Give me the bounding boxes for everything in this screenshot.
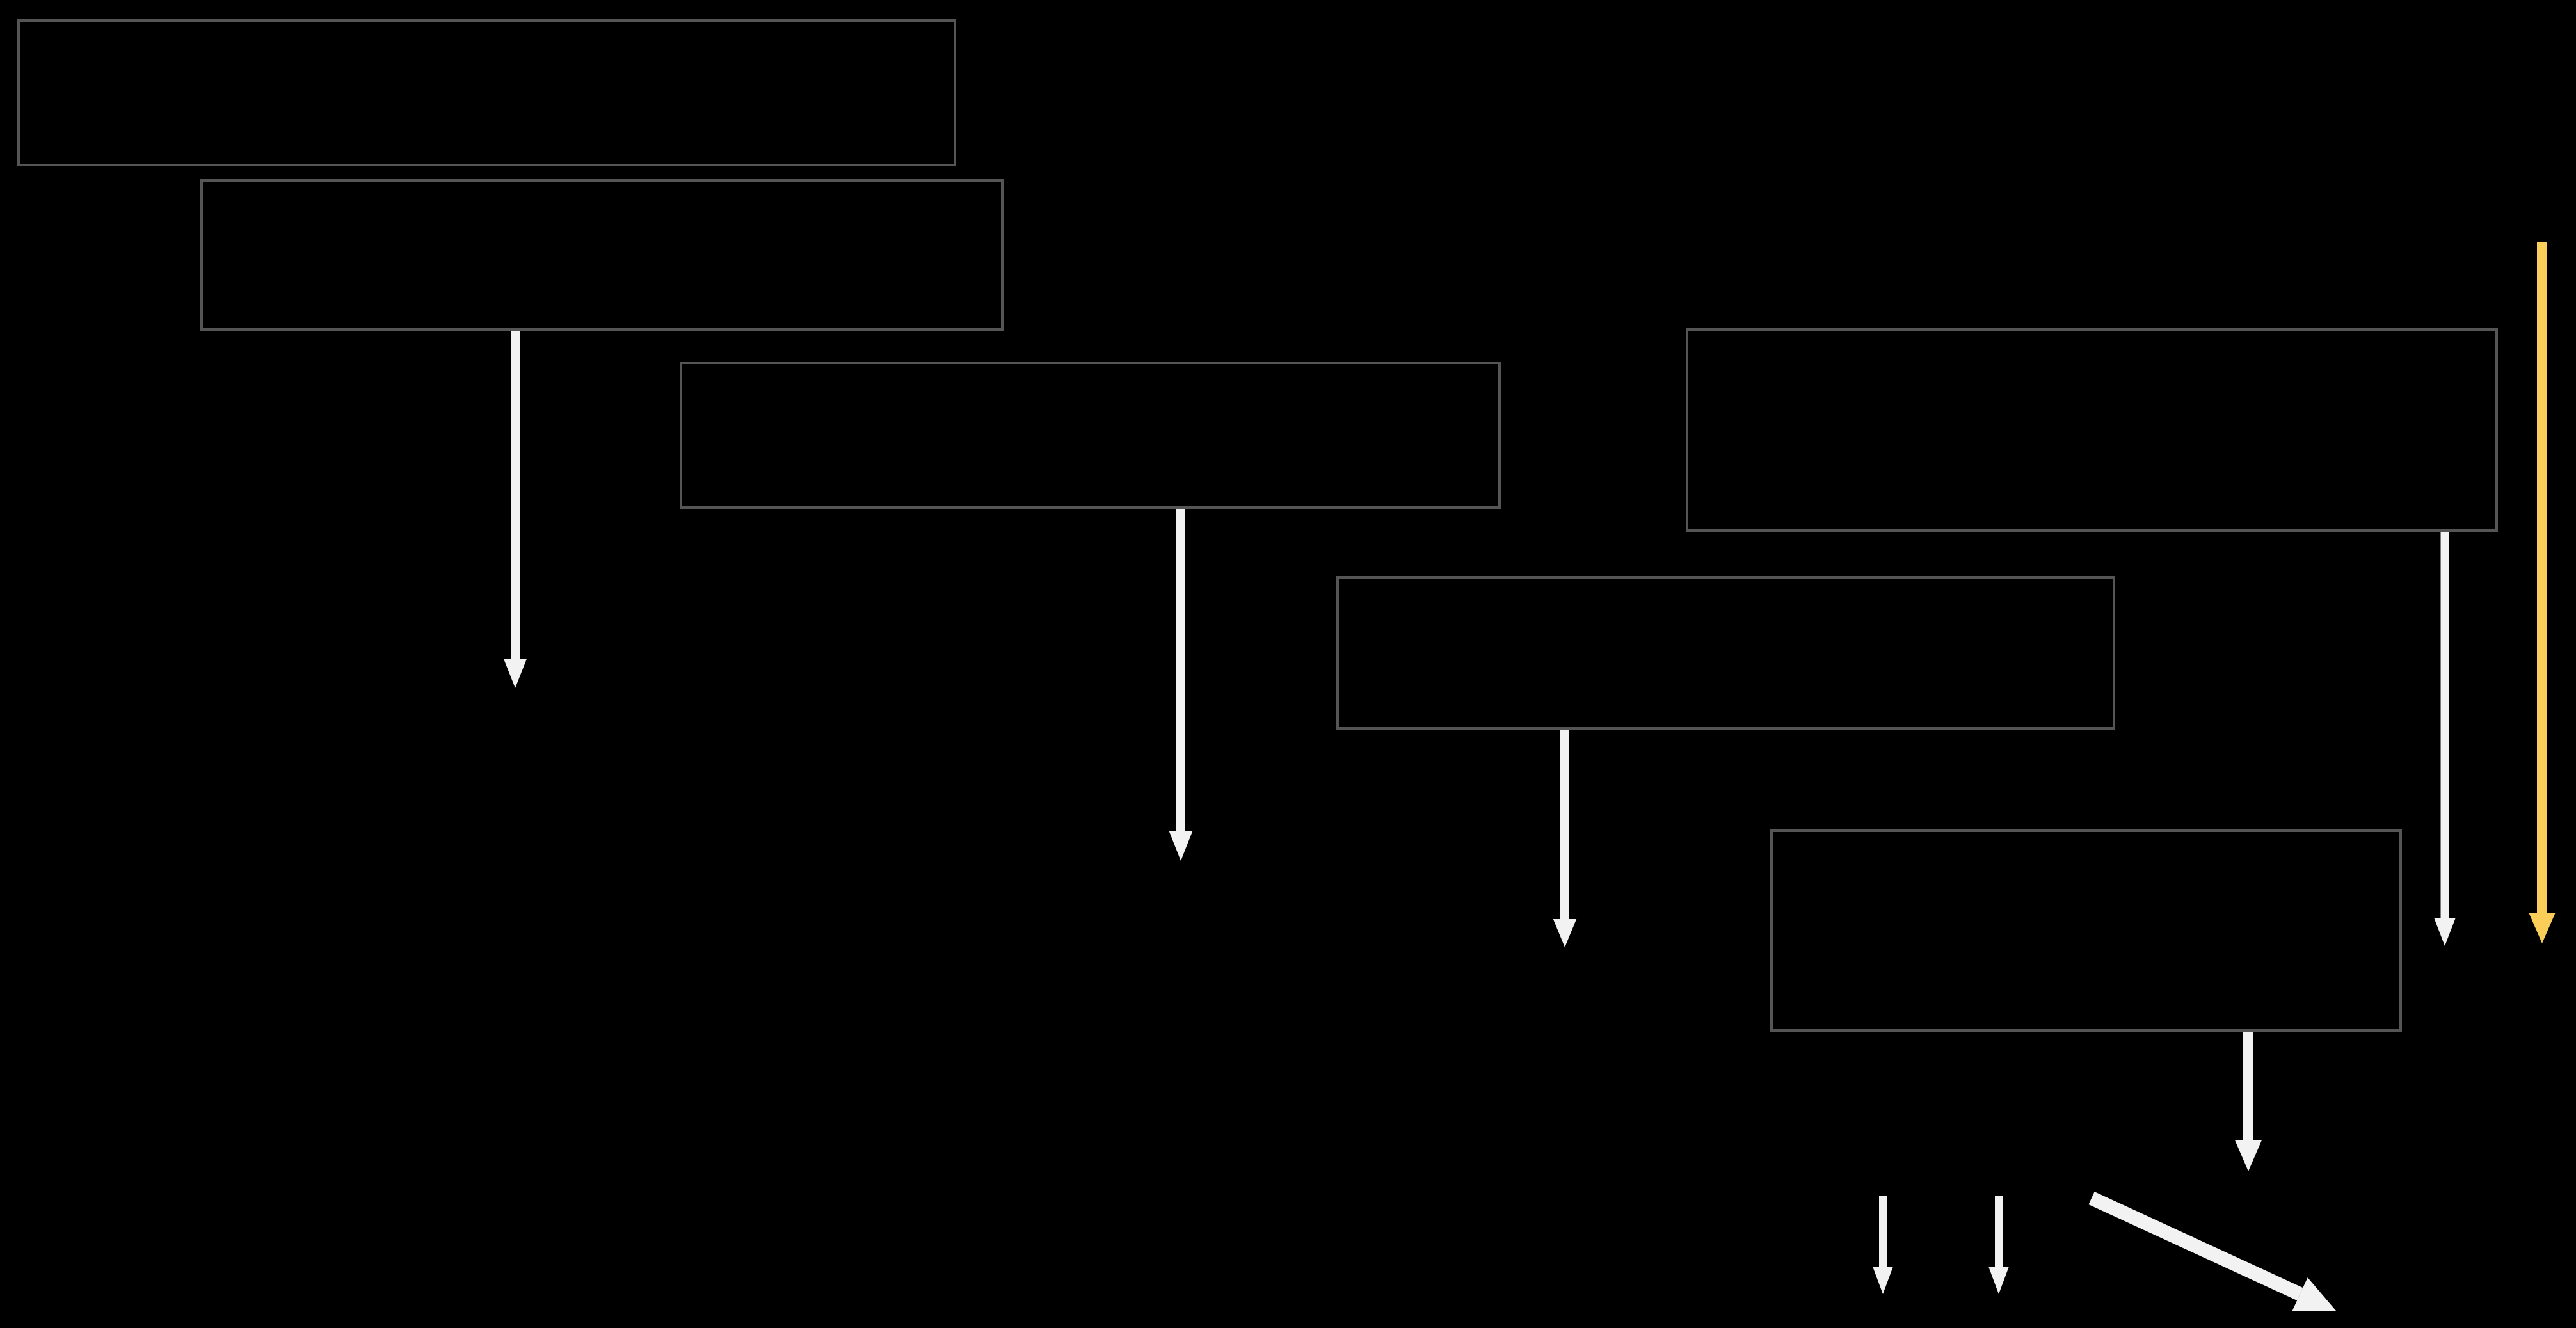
arrow-shaft — [2243, 1032, 2253, 1140]
arrow-shaft — [2440, 532, 2449, 918]
arrow-head — [2434, 918, 2456, 946]
arrow-shaft — [2088, 1192, 2303, 1301]
arrow-connector — [1169, 509, 1193, 861]
node-box[interactable] — [17, 19, 956, 166]
arrow-connector — [1873, 1196, 1893, 1294]
arrow-connector — [2529, 242, 2556, 943]
arrow-head — [1988, 1267, 2009, 1294]
arrow-shaft — [1879, 1196, 1887, 1267]
arrow-connector — [2434, 532, 2456, 946]
arrow-shaft — [2537, 242, 2547, 913]
arrow-head — [1553, 919, 1577, 947]
arrow-head — [1873, 1267, 1893, 1294]
node-box[interactable] — [200, 179, 1004, 331]
arrow-shaft — [1176, 509, 1185, 831]
arrow-head — [2529, 913, 2556, 943]
arrow-connector — [2235, 1032, 2262, 1171]
arrow-shaft — [1560, 730, 1569, 919]
node-box[interactable] — [680, 362, 1501, 509]
node-box[interactable] — [1770, 829, 2402, 1032]
arrow-connector — [503, 331, 527, 688]
arrow-head — [2235, 1140, 2262, 1171]
arrow-shaft — [511, 331, 520, 659]
node-box[interactable] — [1336, 576, 2115, 730]
arrow-head — [1169, 831, 1193, 861]
arrow-head — [2292, 1277, 2336, 1311]
arrow-connector — [1988, 1196, 2009, 1294]
arrow-shaft — [1995, 1196, 2003, 1267]
node-box[interactable] — [1686, 328, 2498, 532]
arrow-connector — [2088, 1192, 2336, 1311]
arrow-connector — [1553, 730, 1577, 947]
arrow-head — [503, 659, 527, 688]
